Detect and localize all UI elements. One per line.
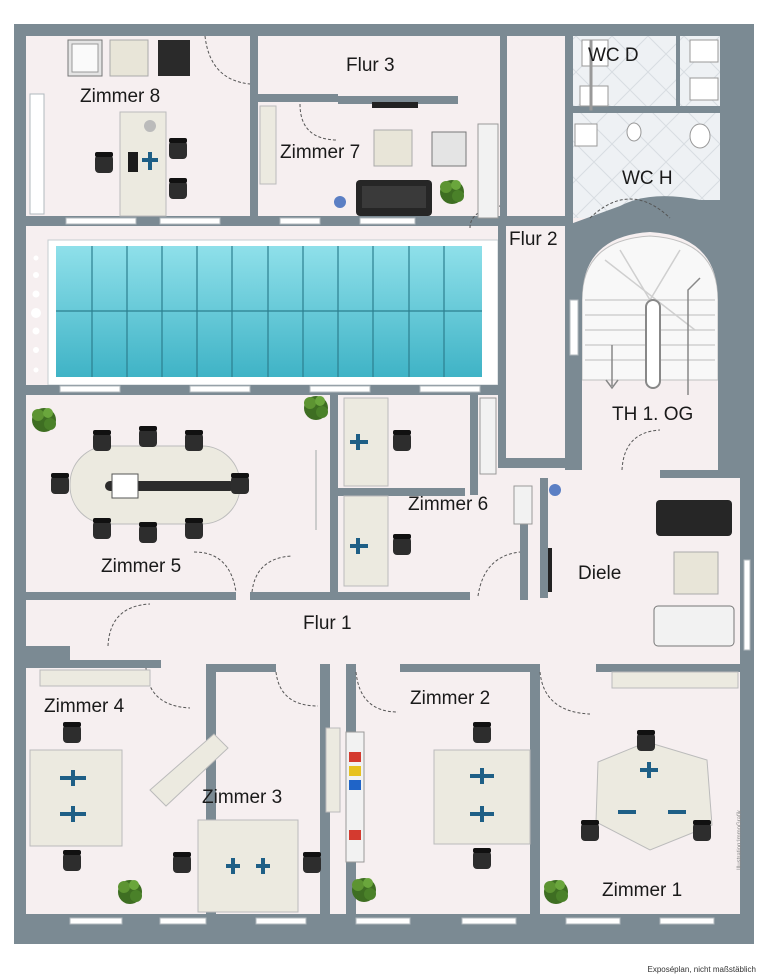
room-label-flur-3: Flur 3	[346, 55, 395, 76]
furniture-zimmer-4	[29, 669, 151, 904]
furniture-zimmer-2	[345, 722, 531, 902]
furniture-zimmer-1	[544, 671, 739, 904]
illustration-credit: Illustration:ImmoGrafik	[737, 809, 743, 870]
room-label-wc-h: WC H	[622, 168, 673, 189]
room-label-zimmer-7: Zimmer 7	[280, 142, 361, 163]
footer-note: Exposéplan, nicht maßstäblich	[647, 965, 757, 974]
room-label-zimmer-1: Zimmer 1	[602, 880, 683, 901]
room-label-diele: Diele	[578, 563, 622, 584]
room-label-zimmer-3: Zimmer 3	[202, 787, 283, 808]
wc-fixtures	[574, 36, 719, 149]
windows	[29, 93, 751, 925]
room-label-zimmer-4: Zimmer 4	[44, 696, 125, 717]
furniture-diele	[548, 500, 735, 647]
room-label-flur-1: Flur 1	[303, 613, 352, 634]
room-label-flur-2: Flur 2	[509, 229, 558, 250]
furniture-zimmer-3	[149, 727, 341, 913]
room-label-zimmer-6: Zimmer 6	[408, 494, 489, 515]
skylight	[31, 239, 499, 386]
walls	[14, 24, 754, 944]
furniture-zimmer-5	[32, 396, 328, 543]
furniture-zimmer-6	[343, 397, 561, 587]
furniture-zimmer-7	[259, 102, 499, 219]
room-label-zimmer-2: Zimmer 2	[410, 688, 491, 709]
staircase	[581, 235, 719, 395]
room-label-th-1-og: TH 1. OG	[612, 404, 694, 425]
room-label-wc-d: WC D	[588, 45, 639, 66]
furniture-zimmer-8	[67, 39, 190, 217]
room-label-zimmer-8: Zimmer 8	[80, 86, 161, 107]
room-label-zimmer-5: Zimmer 5	[101, 556, 182, 577]
